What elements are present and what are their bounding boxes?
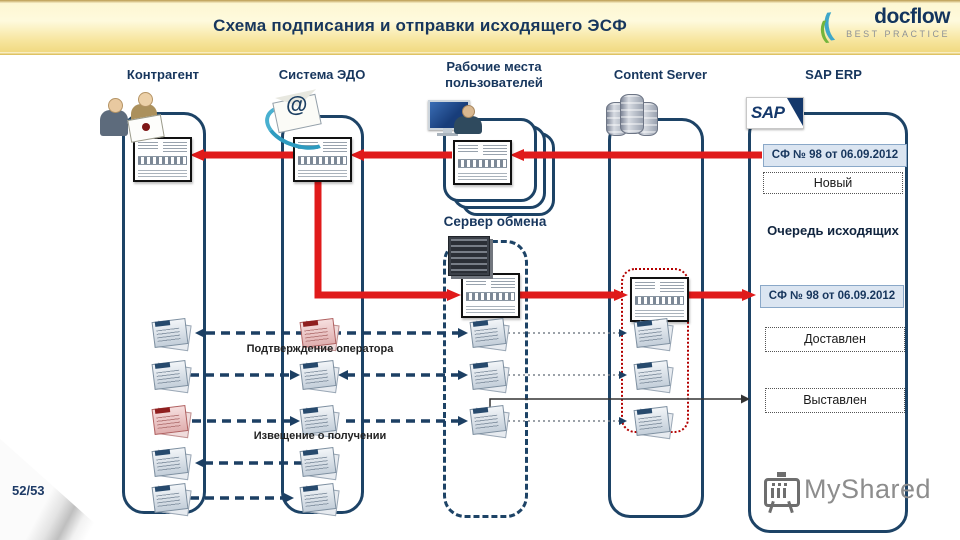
invoice-document-workstation — [453, 140, 512, 185]
docflow-logo-tagline: BEST PRACTICE — [846, 29, 950, 39]
receipt-doc-icon — [299, 483, 340, 517]
workstation-user-icon — [428, 98, 488, 142]
page-number: 52/53 — [12, 483, 45, 498]
receipt-doc-icon — [469, 360, 510, 394]
receipt-doc-icon — [299, 360, 340, 394]
invoice-ref-box-top: СФ № 98 от 06.09.2012 — [763, 144, 907, 167]
docflow-logo-text: docflow — [874, 5, 950, 28]
receipt-doc-icon-red — [151, 405, 192, 439]
receipt-doc-icon — [633, 318, 674, 352]
receipt-doc-icon — [633, 406, 674, 440]
counterparty-people-icon — [96, 90, 170, 143]
column-header-kontragent: Контрагент — [126, 67, 200, 82]
receipt-doc-icon — [151, 483, 192, 517]
operator-confirmation-label: Подтверждение оператора — [246, 343, 394, 355]
receipt-doc-icon — [151, 318, 192, 352]
slide-header: Схема подписания и отправки исходящего Э… — [0, 0, 960, 55]
column-header-edo: Система ЭДО — [278, 67, 366, 82]
outgoing-queue-label: Очередь исходящих — [767, 223, 899, 238]
invoice-document-exchange — [461, 273, 520, 318]
invoice-document-content-server — [630, 277, 689, 322]
receipt-doc-icon — [299, 447, 340, 481]
receipt-doc-icon — [151, 447, 192, 481]
edo-mail-icon: @ — [259, 89, 339, 158]
invoice-ref-box-bottom: СФ № 98 от 06.09.2012 — [760, 285, 904, 308]
receipt-doc-icon — [469, 405, 510, 439]
page-title: Схема подписания и отправки исходящего Э… — [213, 16, 627, 35]
status-box-issued: Выставлен — [765, 388, 905, 413]
invoice-document-edo — [293, 137, 352, 182]
receipt-doc-icon — [151, 360, 192, 394]
column-header-content-server: Content Server — [613, 67, 708, 82]
receipt-notice-label: Извещение о получении — [253, 430, 387, 442]
column-header-workstations: Рабочие места пользователей — [445, 59, 543, 90]
myshared-watermark-text: MyShared — [804, 474, 932, 504]
status-box-new: Новый — [763, 172, 903, 194]
receipt-doc-icon — [633, 360, 674, 394]
column-header-sap-erp: SAP ERP — [805, 67, 862, 82]
sap-logo: SAP — [746, 97, 804, 129]
content-server-database-icon — [606, 90, 668, 138]
sap-logo-text: SAP — [751, 103, 785, 122]
lane-sap-erp — [748, 112, 908, 533]
invoice-document-kontragent — [133, 137, 192, 182]
docflow-logo: (( docflow BEST PRACTICE — [818, 5, 951, 50]
exchange-server-rack-icon — [448, 236, 490, 276]
status-box-delivered: Доставлен — [765, 327, 905, 352]
receipt-doc-icon — [469, 318, 510, 352]
exchange-server-label: Сервер обмена — [443, 214, 547, 229]
